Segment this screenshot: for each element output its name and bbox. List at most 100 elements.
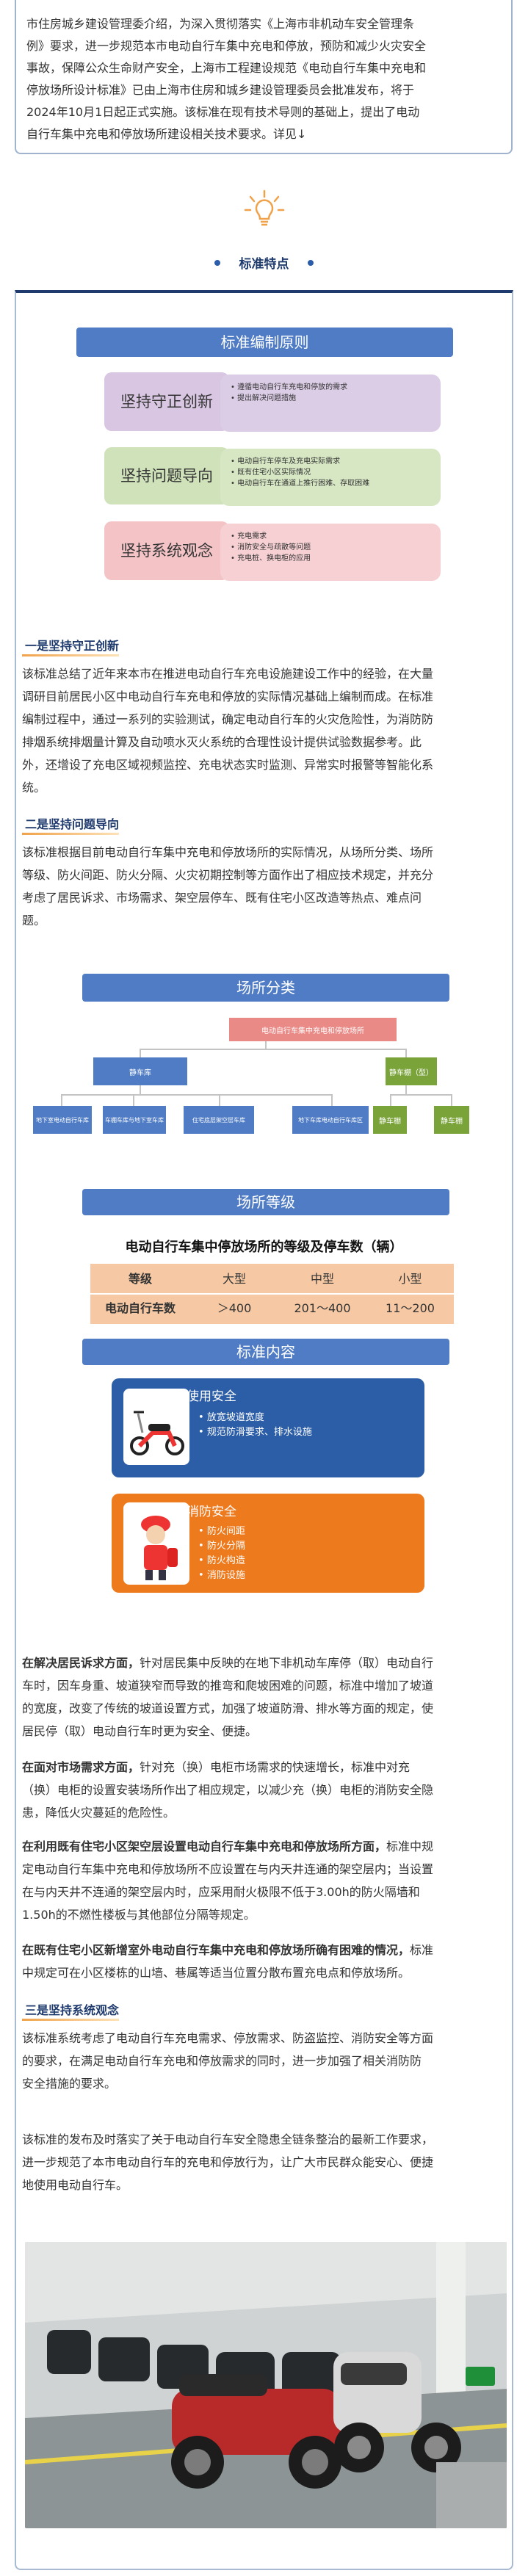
text-line: 地使用电动自行车。 [22,2178,129,2192]
text-line: 题。 [22,913,46,927]
fire-safety-item: 消防设施 [198,1567,245,1581]
lightbulb-icon [244,189,285,226]
section-title: 标准特点 [239,257,289,272]
connector [133,1094,134,1106]
heading-3: 三是坚持系统观念 [22,2000,120,2021]
table-header: 等级 [128,1272,152,1286]
fire-safety-card: 消防安全 防火间距 防火分隔 防火构造 消防设施 [112,1494,424,1593]
table-header: 大型 [222,1272,246,1286]
title-dot [308,260,314,266]
paragraph-2: 该标准根据目前电动自行车集中充电和停放场所的实际情况，从场所分类、场所 等级、防… [22,841,507,932]
text-line: 该标准系统考虑了电动自行车充电需求、停放需求、防盗监控、消防安全等方面 [22,2031,434,2045]
paragraph-4: 该标准的发布及时落实了关于电动自行车安全隐患全链条整治的最新工作要求， 进一步规… [22,2128,507,2196]
indoor-subtype: 车棚车库与地下室车库 [103,1106,166,1134]
fire-safety-item: 防火构造 [198,1552,245,1566]
grade-table-title: 电动自行车集中停放场所的等级及停车数（辆） [125,1240,403,1255]
lead-text: 在解决居民诉求方面， [22,1656,140,1670]
heading-underline [22,654,120,656]
content-banner: 标准内容 [82,1339,449,1365]
lead-text: 在既有住宅小区新增室外电动自行车集中充电和停放场所确有困难的情况， [22,1943,411,1957]
text-line: 针对居民集中反映的在地下非机动车库停（取）电动自行 [140,1656,434,1670]
text-line: 的要求，在满足电动自行车充电和停放需求的同时，进一步加强了相关消防防 [22,2054,422,2068]
indoor-subtype: 地下车库电动自行车库区 [292,1106,369,1134]
principle-item: 充电需求 [231,531,441,542]
scooter-icon [123,1389,189,1465]
intro-line: 例》要求，进一步规范本市电动自行车集中充电和停放，预防和减少火灾安全 [26,39,427,53]
table-header: 中型 [310,1272,334,1286]
connector [140,1049,405,1050]
use-safety-item: 放宽坡道宽度 [198,1409,264,1423]
connector [140,1049,141,1057]
principle-card: 充电需求 消防安全与疏散等问题 充电桩、换电柜的应用 [220,524,441,581]
text-line: 标准中规 [386,1839,434,1853]
principle-item: 提出解决问题措施 [231,393,441,404]
principle-label: 坚持系统观念 [104,521,229,580]
text-line: 进一步规范了本市电动自行车的充电和停放行为，让广大市民群众能安心、便捷 [22,2155,434,2169]
connector [61,1094,62,1106]
text-line: 定电动自行车集中充电和停放场所不应设置在与内天井连通的架空层内；当设置 [22,1862,434,1876]
text-line: 统。 [22,781,46,795]
text-line: 患，降低火灾蔓延的危险性。 [22,1806,176,1820]
text-line: 编制过程中，通过一系列的实验测试，确定电动自行车的火灾危险性，为消防防 [22,712,434,726]
intro-line: 自行车集中充电和停放场所建设相关技术要求。详见↓ [26,127,307,141]
text-line: 该标准的发布及时落实了关于电动自行车安全隐患全链条整治的最新工作要求， [22,2132,434,2146]
indoor-category: 静车库 [93,1057,187,1085]
content-frame [15,290,513,2570]
text-line: 调研目前居民小区中电动自行车充电和停放的实际情况基础上编制而成。在标准 [22,690,434,703]
indoor-subtype: 地下室电动自行车库 [33,1106,92,1134]
paragraph-b: 在面对市场需求方面，针对充（换）电柜市场需求的快速增长，标准中对充 （换）电柜的… [22,1756,507,1824]
connector [331,1094,333,1106]
use-safety-item: 规范防滑要求、排水设施 [198,1424,312,1438]
fire-safety-item: 防火分隔 [198,1538,245,1552]
paragraph-c: 在利用既有住宅小区架空层设置电动自行车集中充电和停放场所方面，标准中规 定电动自… [22,1835,507,1926]
outdoor-category: 静车棚（型） [386,1057,437,1085]
text-line: 标准 [410,1943,434,1957]
principle-item: 遵循电动自行车充电和停放的需求 [231,382,441,393]
heading-text: 二是坚持问题导向 [25,817,120,831]
table-cell: ＞400 [217,1301,252,1315]
use-safety-card: 使用安全 放宽坡道宽度 规范防滑要求、排水设施 [112,1378,424,1477]
connector [405,1049,407,1057]
heading-underline [22,2019,120,2021]
intro-line: 停放场所设计标准》已由上海市住房和城乡建设管理委员会批准发布，将于 [26,83,415,97]
indoor-subtype: 住宅底层架空层车库 [184,1106,254,1134]
text-line: 1.50h的不燃性楼板与其他部位分隔等规定。 [22,1908,256,1922]
text-line: 中规定可在小区楼栋的山墙、巷属等适当位置分散布置充电点和停放场所。 [22,1966,411,1980]
parking-garage-photo [25,2242,507,2528]
principle-item: 既有住宅小区实际情况 [231,467,441,478]
text-line: 外，还增设了充电区域视频监控、充电状态实时监测、异常实时报警等智能化系 [22,758,434,772]
principle-label: 坚持问题导向 [104,447,229,504]
connector [265,1041,267,1049]
heading-underline [22,833,120,835]
heading-text: 三是坚持系统观念 [25,2003,120,2017]
connector [61,1094,333,1096]
text-line: 车时，因车身重、坡道狭窄而导致的推弯和爬坡困难的问题，标准中增加了坡道 [22,1679,434,1693]
firefighter-icon [123,1502,189,1585]
connector [219,1094,220,1106]
table-cell: 201～400 [294,1301,351,1315]
title-dot [214,260,220,266]
connector [390,1094,391,1106]
intro-line: 事故，保障公众生命财产安全，上海市工程建设规范《电动自行车集中充电和 [26,61,427,75]
paragraph-3: 该标准系统考虑了电动自行车充电需求、停放需求、防盗监控、消防安全等方面 的要求，… [22,2027,507,2095]
paragraph-d: 在既有住宅小区新增室外电动自行车集中充电和停放场所确有困难的情况，标准 中规定可… [22,1939,507,1984]
principle-card: 电动自行车停车及充电实际需求 既有住宅小区实际情况 电动自行车在通道上推行困难、… [220,449,441,506]
principle-label: 坚持守正创新 [104,372,229,431]
heading-1: 一是坚持守正创新 [22,636,120,656]
principle-item: 电动自行车停车及充电实际需求 [231,456,441,467]
text-line: 的宽度，改变了传统的坡道设置方式，加强了坡道防滑、排水等方面的规定，使 [22,1701,434,1715]
principle-item: 消防安全与疏散等问题 [231,542,441,553]
outdoor-subtype: 静车棚 [373,1106,407,1134]
principle-card: 遵循电动自行车充电和停放的需求 提出解决问题措施 [220,375,441,432]
principle-item: 充电桩、换电柜的应用 [231,553,441,564]
text-line: 针对充（换）电柜市场需求的快速增长，标准中对充 [140,1760,411,1774]
intro-box: 市住房城乡建设管理委介绍，为深入贯彻落实《上海市非机动车安全管理条 例》要求，进… [15,0,513,154]
table-rule [90,1293,454,1295]
connector [405,1085,407,1094]
text-line: 等级、防火间距、防火分隔、火灾初期控制等方面作出了相应技术规定，并充分 [22,868,434,882]
table-cell: 电动自行车数 [104,1301,176,1315]
connector [451,1094,452,1106]
text-line: 在与内天井不连通的架空层内时，应采用耐火极限不低于3.00h的防火隔墙和 [22,1885,420,1899]
classification-banner: 场所分类 [82,974,449,1002]
text-line: 居民停（取）电动自行车时更为安全、便捷。 [22,1724,258,1738]
